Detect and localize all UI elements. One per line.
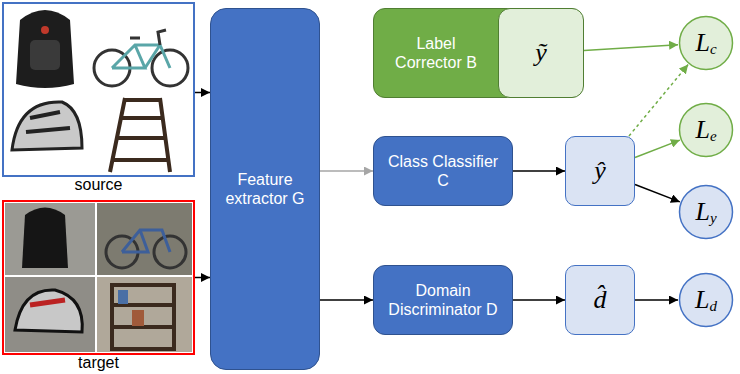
helmet-photo [12, 102, 82, 150]
target-photos [5, 203, 192, 352]
output-box: d̂ [565, 265, 635, 335]
loss-circle: Ly [678, 184, 734, 240]
text-holder: d̂ [566, 266, 634, 334]
loss-symbol: L [695, 284, 709, 315]
text-holder: ŷ [566, 137, 634, 205]
loss-symbol: c [710, 40, 717, 58]
bookshelf-photo [110, 98, 170, 172]
process-box: Class Classifier C [373, 136, 513, 206]
connector-arrow [195, 277, 210, 279]
loss-circle: Ld [678, 272, 734, 328]
image-group: source [2, 2, 195, 177]
output-box: ŷ [565, 136, 635, 206]
process-box: ỹ Label Corrector B [373, 8, 583, 98]
loss-symbol: y [710, 209, 717, 227]
output-box: ỹ [498, 8, 584, 98]
bicycle-photo [94, 30, 188, 86]
circle-outline [680, 186, 733, 239]
box-label: Domain Discriminator D [384, 281, 502, 319]
circle-outline [680, 104, 733, 157]
text-holder: Ld [678, 272, 734, 328]
output-symbol: ŷ [594, 155, 606, 186]
backpack-photo [16, 10, 74, 88]
loss-symbol: L [695, 196, 709, 227]
connector-arrow [635, 140, 680, 157]
text-holder: Domain Discriminator D [374, 266, 512, 334]
text-holder: Class Classifier C [374, 137, 512, 205]
process-box: Feature extractor G [210, 8, 320, 370]
text-holder: ỹ [499, 9, 583, 97]
box-label: Feature extractor G [221, 170, 309, 208]
image-group: target [2, 200, 195, 355]
loss-symbol: L [695, 114, 709, 145]
loss-symbol: L [695, 27, 709, 58]
loss-symbol: d [709, 297, 717, 315]
circle-outline [680, 274, 733, 327]
connector-arrow [513, 299, 565, 301]
text-holder: Ly [678, 184, 734, 240]
text-holder: Le [678, 102, 734, 158]
process-box: Domain Discriminator D [373, 265, 513, 335]
box-label: Label Corrector B [382, 34, 490, 72]
loss-circle: Le [678, 102, 734, 158]
connector-arrow [320, 299, 373, 301]
connector-arrow [320, 170, 373, 172]
connector-arrow [195, 92, 210, 94]
output-symbol: d̂ [594, 284, 607, 315]
connector-arrow [635, 185, 680, 202]
connector-arrow [635, 299, 678, 301]
text-holder: Feature extractor G [211, 9, 319, 369]
text-holder: Label Corrector B [374, 9, 498, 97]
connector-arrow [584, 45, 678, 51]
text-holder: Lc [678, 15, 734, 71]
connector-arrow [513, 170, 565, 172]
group-label: target [4, 354, 193, 372]
loss-symbol: e [710, 127, 717, 145]
output-symbol: ỹ [535, 37, 547, 68]
circle-outline [680, 17, 733, 70]
box-label: Class Classifier C [384, 152, 502, 190]
group-label: source [4, 176, 193, 194]
loss-circle: Lc [678, 15, 734, 71]
